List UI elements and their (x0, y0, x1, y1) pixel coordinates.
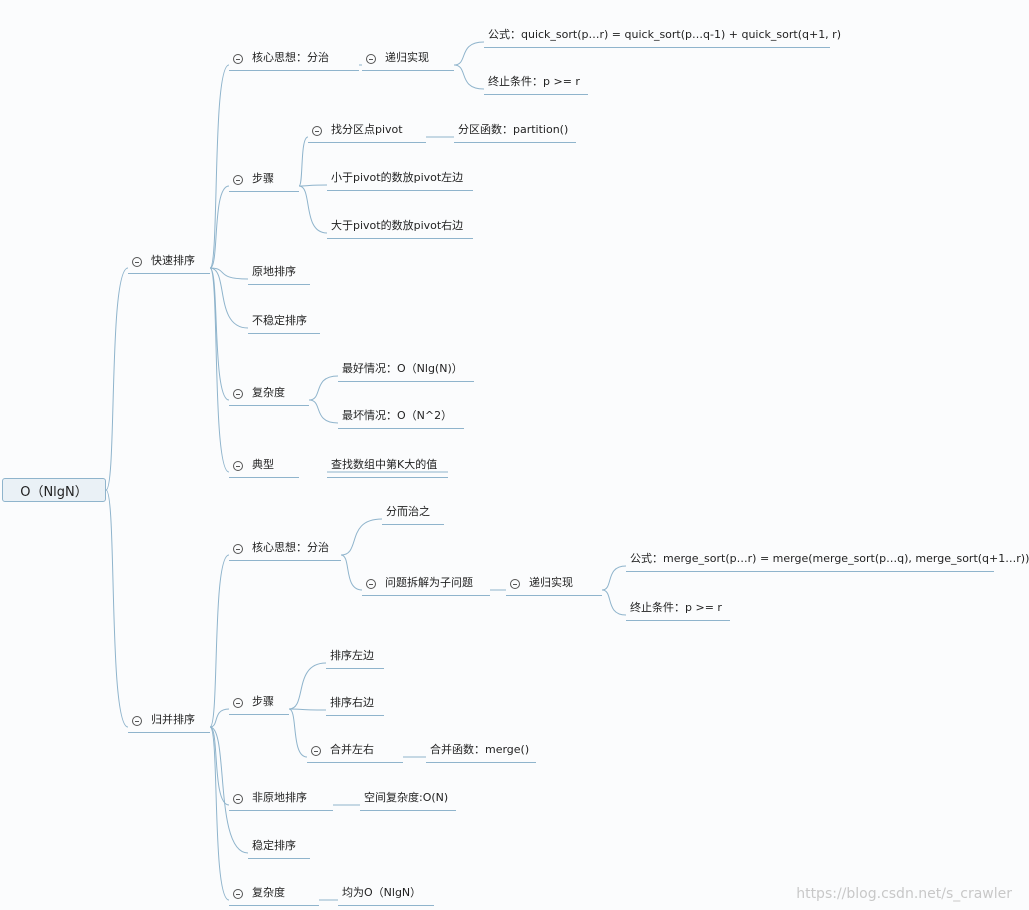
collapse-icon[interactable] (233, 888, 243, 899)
connector-line (288, 662, 327, 710)
collapse-icon[interactable] (233, 53, 243, 64)
merge-divide-node: 分而治之 (382, 501, 444, 525)
connector-line (209, 726, 249, 854)
merge-sort-node[interactable]: 归并排序 (128, 709, 210, 733)
collapse-icon[interactable] (311, 745, 321, 756)
merge-sort-left-node: 排序左边 (326, 645, 384, 669)
find-pivot-node[interactable]: 找分区点pivot (308, 119, 426, 143)
quick-complexity-node[interactable]: 复杂度 (229, 382, 309, 406)
collapse-icon[interactable] (233, 460, 243, 471)
merge-formula-node: 公式：merge_sort(p…r) = merge(merge_sort(p…… (626, 548, 1029, 572)
quick-terminate-node: 终止条件：p >= r (484, 71, 588, 95)
root-label: O（NlgN） (20, 484, 88, 500)
connector-line (209, 708, 230, 728)
connector-line (209, 554, 230, 728)
collapse-icon[interactable] (233, 388, 243, 399)
connector-line (209, 267, 230, 401)
merge-sort-right-node: 排序右边 (326, 692, 384, 716)
quick-steps-node[interactable]: 步骤 (229, 168, 299, 192)
merge-recursion-node[interactable]: 递归实现 (506, 572, 602, 596)
connector-line (340, 554, 363, 591)
collapse-icon[interactable] (132, 256, 142, 267)
merge-stable-node: 稳定排序 (248, 835, 310, 859)
connector-line (288, 708, 327, 711)
quick-core-node[interactable]: 核心思想：分治 (229, 47, 359, 71)
collapse-icon[interactable] (510, 578, 520, 589)
connector-line (209, 64, 230, 269)
connector-line (601, 565, 627, 591)
quick-formula-node: 公式：quick_sort(p…r) = quick_sort(p…q-1) +… (484, 24, 841, 48)
merge-fn-node: 合并函数：merge() (426, 739, 536, 763)
merge-space-node: 空间复杂度:O(N) (360, 787, 456, 811)
merge-complexity-node[interactable]: 复杂度 (229, 882, 319, 906)
pivot-left-node: 小于pivot的数放pivot左边 (327, 167, 473, 191)
connector-line (308, 399, 339, 424)
merge-not-inplace-node[interactable]: 非原地排序 (229, 787, 333, 811)
quick-typical-node[interactable]: 典型 (229, 454, 299, 478)
connector-line (209, 267, 230, 473)
root-node[interactable]: O（NlgN） (2, 478, 106, 502)
connector-line (288, 708, 308, 758)
connector-line (209, 267, 249, 280)
connector-line (209, 726, 230, 901)
connector-line (601, 589, 627, 616)
quick-kth-node: 查找数组中第K大的值 (327, 454, 448, 478)
connector-line (298, 184, 328, 187)
connector-line (308, 375, 339, 401)
pivot-right-node: 大于pivot的数放pivot右边 (327, 215, 473, 239)
connector-line (298, 136, 309, 187)
connector-line (453, 41, 485, 66)
quick-inplace-node: 原地排序 (248, 261, 310, 285)
merge-core-node[interactable]: 核心思想：分治 (229, 537, 341, 561)
quick-best-node: 最好情况：O（Nlg(N)） (338, 358, 474, 382)
partition-node: 分区函数：partition() (454, 119, 576, 143)
collapse-icon[interactable] (366, 53, 376, 64)
merge-steps-node[interactable]: 步骤 (229, 691, 289, 715)
connector-line (298, 185, 328, 234)
watermark: https://blog.csdn.net/s_crawler (796, 886, 1012, 902)
connector-line (105, 267, 129, 491)
merge-avg-node: 均为O（NlgN） (338, 882, 434, 906)
quick-recursion-node[interactable]: 递归实现 (362, 47, 454, 71)
connector-line (340, 518, 383, 556)
collapse-icon[interactable] (132, 715, 142, 726)
quick-worst-node: 最坏情况：O（N^2） (338, 405, 464, 429)
connector-line (105, 489, 129, 728)
collapse-icon[interactable] (233, 793, 243, 804)
merge-combine-node[interactable]: 合并左右 (307, 739, 403, 763)
collapse-icon[interactable] (233, 174, 243, 185)
connector-line (209, 726, 230, 806)
connector-line (209, 267, 249, 329)
merge-terminate-node: 终止条件：p >= r (626, 597, 730, 621)
collapse-icon[interactable] (312, 125, 322, 136)
connector-line (453, 64, 485, 90)
quick-unstable-node: 不稳定排序 (248, 310, 320, 334)
quick-sort-node[interactable]: 快速排序 (128, 250, 210, 274)
collapse-icon[interactable] (233, 543, 243, 554)
merge-split-node[interactable]: 问题拆解为子问题 (362, 572, 490, 596)
collapse-icon[interactable] (366, 578, 376, 589)
connector-line (209, 185, 230, 269)
collapse-icon[interactable] (233, 697, 243, 708)
